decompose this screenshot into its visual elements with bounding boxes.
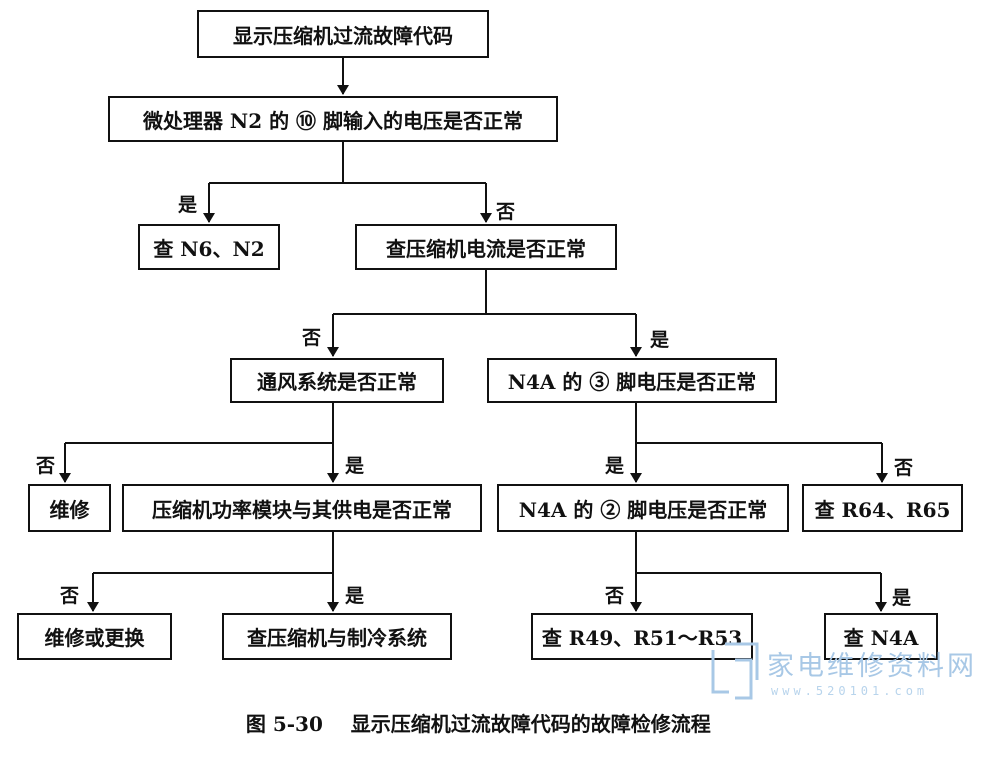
label-no-module: 否 — [60, 585, 80, 607]
node-start: 显示压缩机过流故障代码 — [197, 10, 489, 58]
node-check-compressor-refrigeration: 查压缩机与制冷系统 — [222, 613, 452, 660]
node-q-n4a-pin2: N4A 的 ② 脚电压是否正常 — [497, 484, 789, 532]
label-no-pin2: 否 — [605, 585, 625, 607]
node-check-n4a: 查 N4A — [824, 613, 938, 660]
watermark: 家电维修资料网 www.520101.com — [705, 636, 980, 706]
node-repair: 维修 — [28, 484, 111, 532]
label-yes-vent: 是 — [345, 455, 365, 477]
watermark-logo-icon — [711, 642, 759, 700]
figure-title: 显示压缩机过流故障代码的故障检修流程 — [350, 712, 711, 736]
label-yes-pin3: 是 — [605, 455, 625, 477]
flowchart: 显示压缩机过流故障代码 微处理器 N2 的 ⑩ 脚输入的电压是否正常 查 N6、… — [17, 10, 980, 736]
watermark-text: 家电维修资料网 — [767, 651, 977, 682]
node-check-r49-r51-r53: 查 R49、R51～R53 — [531, 613, 753, 660]
figure-number: 图 5-30 — [245, 712, 323, 736]
node-repair-or-replace: 维修或更换 — [17, 613, 172, 660]
node-q-compressor-current: 查压缩机电流是否正常 — [355, 224, 617, 270]
label-yes-current: 是 — [650, 329, 670, 351]
node-q-ventilation: 通风系统是否正常 — [230, 358, 444, 403]
label-no-current: 否 — [302, 327, 322, 349]
node-check-r64-r65: 查 R64、R65 — [802, 484, 963, 532]
node-q-power-module: 压缩机功率模块与其供电是否正常 — [122, 484, 482, 532]
flowchart-connectors — [59, 58, 888, 612]
label-no-n2: 否 — [496, 201, 516, 223]
node-check-n6-n2: 查 N6、N2 — [138, 224, 280, 270]
node-q-n2-pin10: 微处理器 N2 的 ⑩ 脚输入的电压是否正常 — [108, 96, 558, 142]
label-yes-module: 是 — [345, 585, 365, 607]
node-q-n4a-pin3: N4A 的 ③ 脚电压是否正常 — [487, 358, 777, 403]
label-yes-pin2: 是 — [892, 587, 912, 609]
label-no-vent: 否 — [36, 455, 56, 477]
watermark-url: www.520101.com — [771, 684, 929, 698]
label-no-pin3: 否 — [894, 457, 914, 479]
figure-caption: 图 5-30 显示压缩机过流故障代码的故障检修流程 — [218, 684, 711, 761]
label-yes-n2: 是 — [178, 194, 198, 216]
